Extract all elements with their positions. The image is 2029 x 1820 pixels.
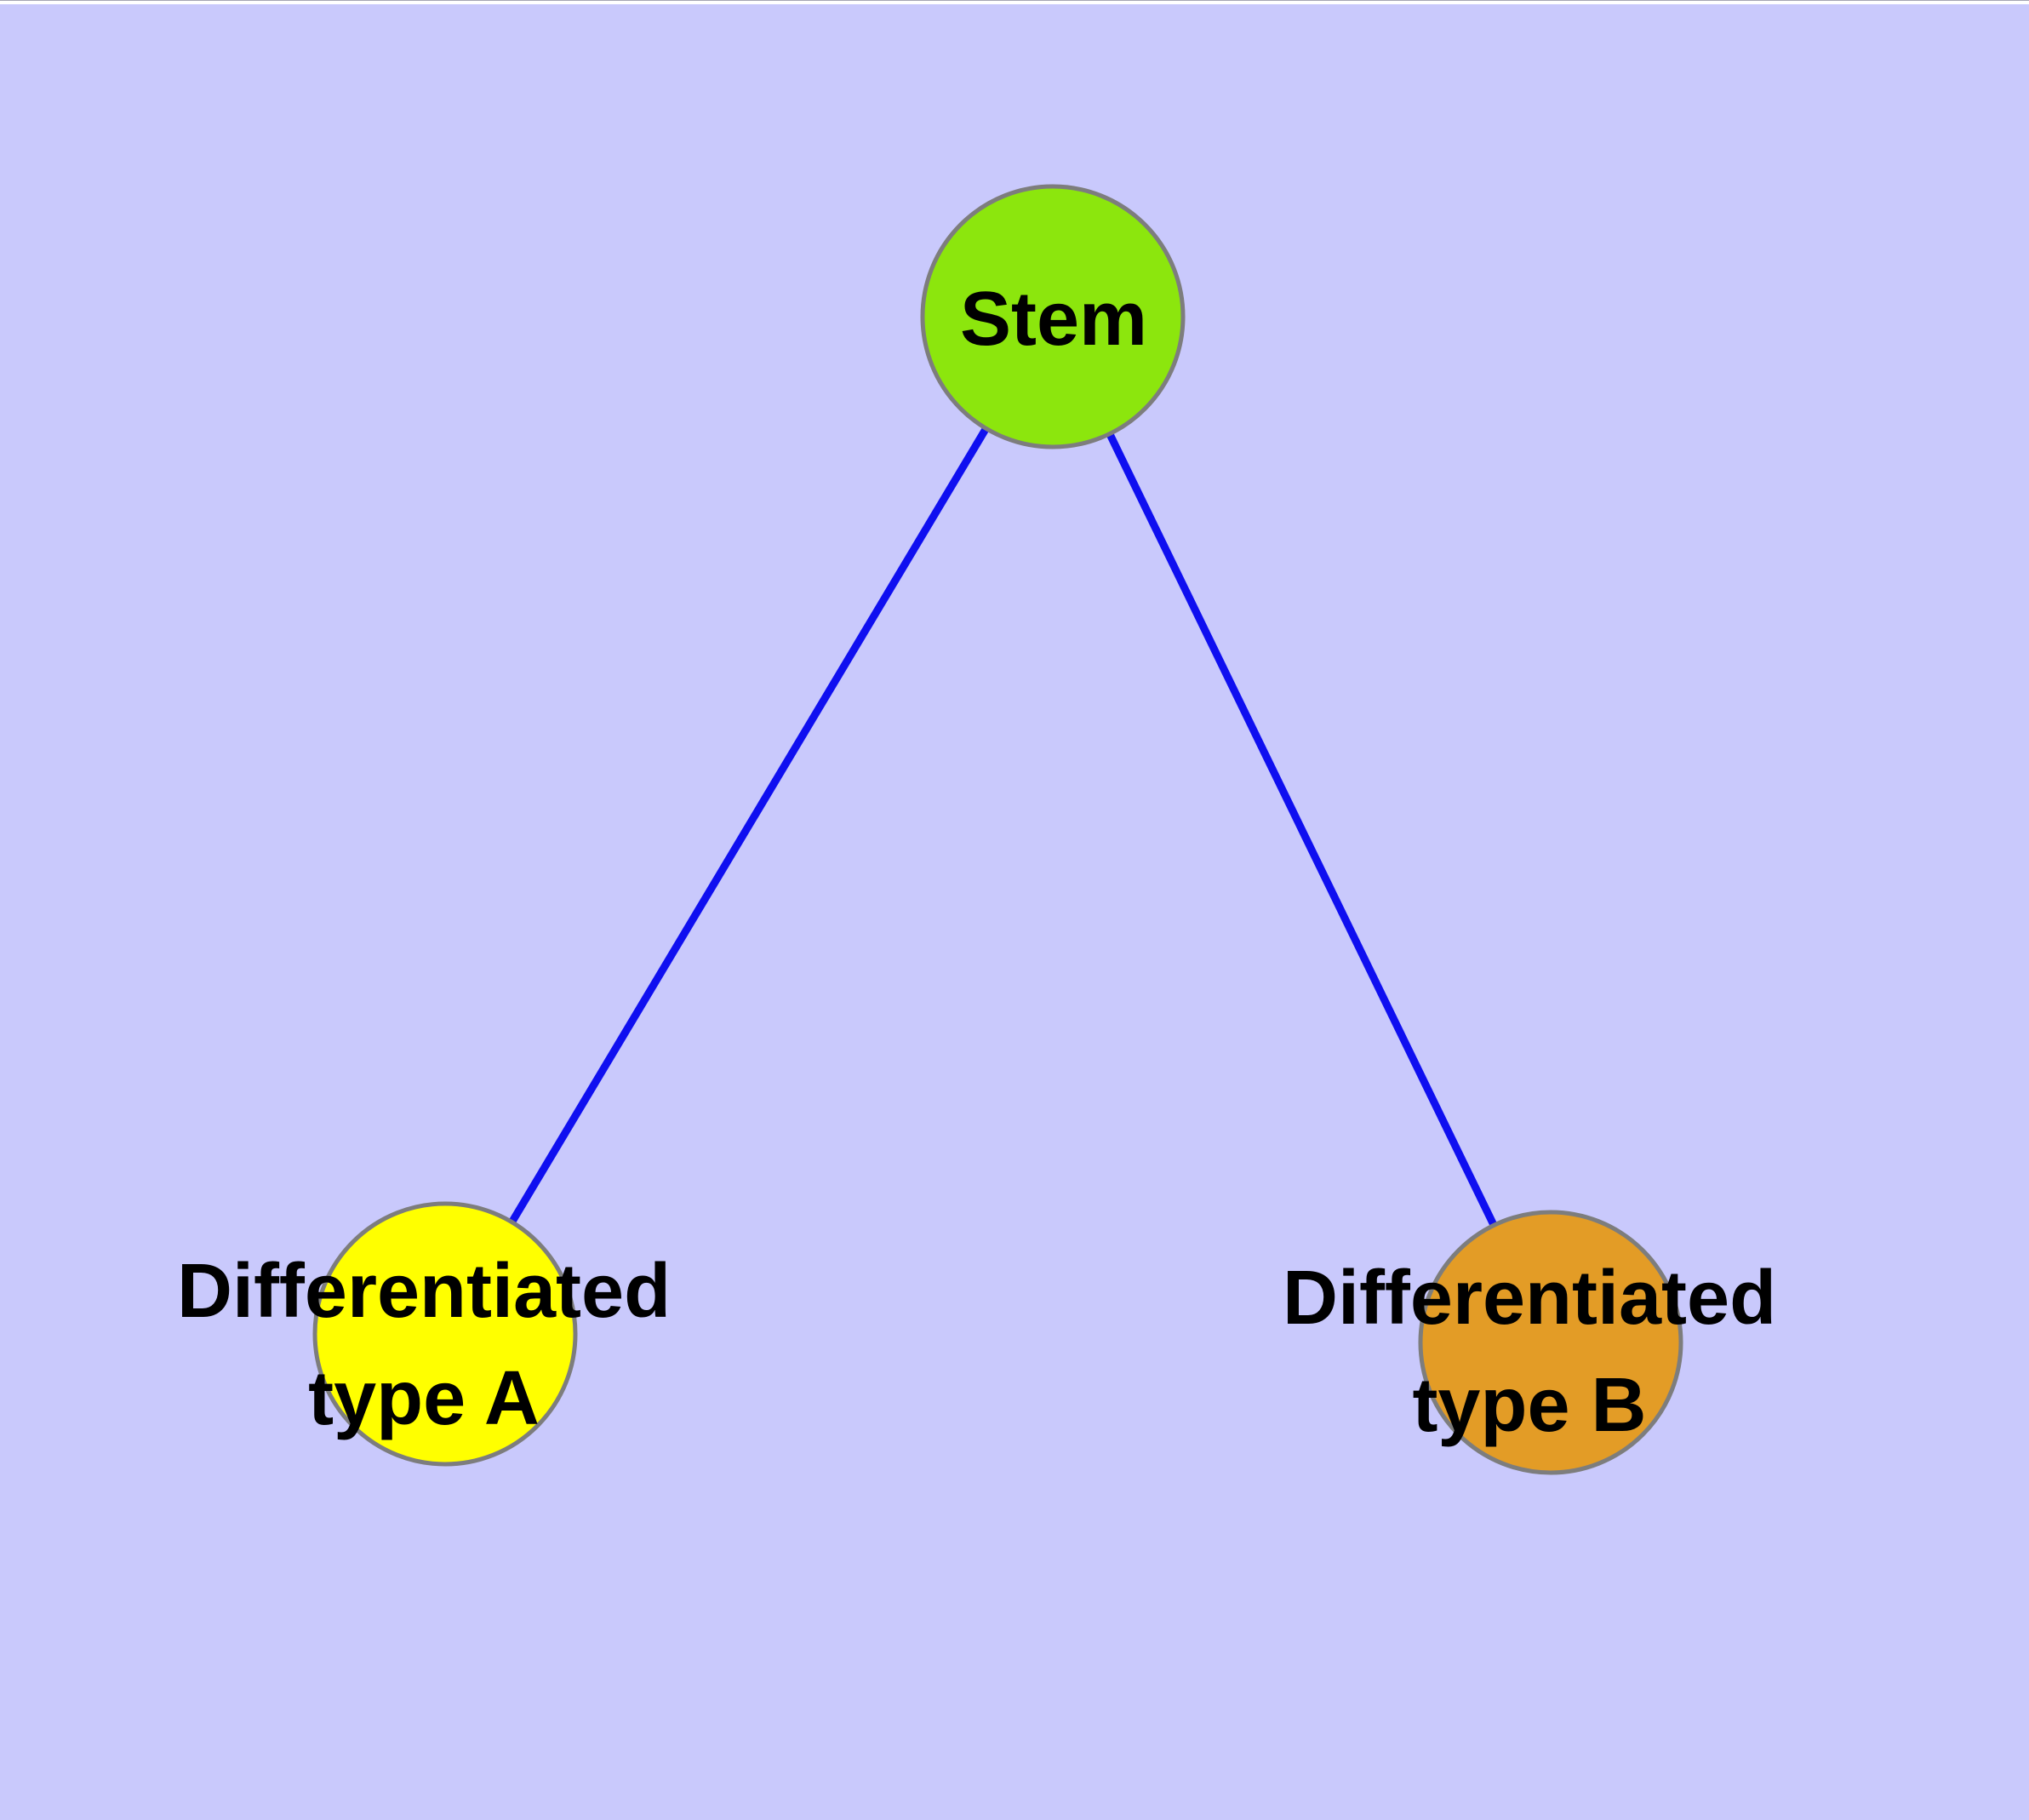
node-type-a-label-line1: Differentiated	[176, 1249, 672, 1334]
edge-stem-type-a	[442, 314, 1056, 1336]
node-type-b-label: Differentiated type B	[1283, 1245, 1776, 1459]
node-type-b	[1418, 1210, 1683, 1475]
node-type-b-label-line2: type B	[1412, 1363, 1647, 1448]
edge-stem-type-b	[1049, 315, 1555, 1344]
node-stem	[920, 184, 1186, 449]
node-type-a-label-line2: type A	[308, 1356, 540, 1441]
node-type-b-label-line1: Differentiated	[1282, 1256, 1777, 1341]
node-type-a-label: Differentiated type A	[177, 1238, 671, 1452]
top-margin-strip	[0, 0, 2029, 4]
node-type-a	[312, 1201, 578, 1467]
node-stem-label: Stem	[959, 277, 1148, 362]
